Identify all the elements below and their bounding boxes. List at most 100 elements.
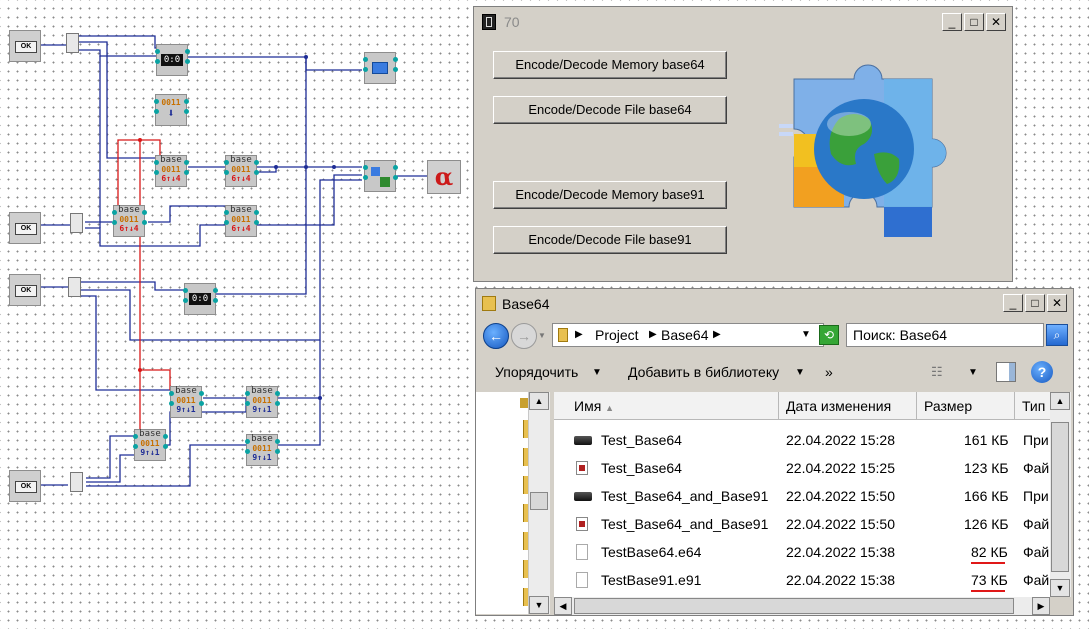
address-dropdown-icon[interactable]: ▼ [801, 329, 811, 340]
ok-button-3[interactable]: OK [9, 274, 41, 306]
column-header-name[interactable]: Имя ▲ [554, 392, 779, 420]
connection-pin[interactable] [154, 109, 159, 114]
connection-pin[interactable] [184, 160, 189, 165]
encode-file-base91-button[interactable]: Encode/Decode File base91 [493, 226, 727, 254]
connection-pin[interactable] [163, 444, 168, 449]
view-options-icon[interactable]: ☷ [931, 364, 943, 379]
encode-file-base64-button[interactable]: Encode/Decode File base64 [493, 96, 727, 124]
connection-pin[interactable] [133, 444, 138, 449]
connection-pin[interactable] [213, 288, 218, 293]
organize-menu[interactable]: Упорядочить [495, 364, 579, 380]
connection-pin[interactable] [183, 298, 188, 303]
search-input[interactable]: Поиск: Base64 [846, 323, 1044, 347]
file-row[interactable]: Test_Base64_and_Base91 22.04.2022 15:50 … [554, 482, 1050, 510]
connection-pin[interactable] [393, 57, 398, 62]
connection-pin[interactable] [245, 449, 250, 454]
help-icon[interactable]: ? [1031, 361, 1053, 383]
scroll-down-button[interactable]: ▼ [1050, 579, 1070, 597]
connection-pin[interactable] [169, 401, 174, 406]
connection-pin[interactable] [275, 439, 280, 444]
close-button[interactable]: ✕ [986, 13, 1006, 31]
minimize-button[interactable]: _ [1003, 294, 1023, 312]
connection-pin[interactable] [154, 160, 159, 165]
ok-button-1[interactable]: OK [9, 30, 41, 62]
connection-pin[interactable] [393, 165, 398, 170]
connection-pin[interactable] [275, 449, 280, 454]
connection-pin[interactable] [254, 210, 259, 215]
connection-pin[interactable] [155, 49, 160, 54]
view-dropdown-icon[interactable]: ▼ [968, 367, 978, 378]
breadcrumb-project[interactable]: Project [595, 327, 639, 343]
connection-pin[interactable] [213, 298, 218, 303]
connection-pin[interactable] [185, 49, 190, 54]
minimize-button[interactable]: _ [942, 13, 962, 31]
connection-pin[interactable] [199, 401, 204, 406]
back-button[interactable]: ← [483, 323, 509, 349]
connection-pin[interactable] [224, 210, 229, 215]
connection-pin[interactable] [275, 401, 280, 406]
folder-icon[interactable] [523, 532, 530, 550]
connection-pin[interactable] [245, 401, 250, 406]
file-row[interactable]: Test_Base64 22.04.2022 15:28 161 КБ При [554, 426, 1050, 454]
connection-pin[interactable] [224, 170, 229, 175]
scroll-up-button[interactable]: ▲ [529, 392, 549, 410]
connection-pin[interactable] [245, 391, 250, 396]
memory-component[interactable]: 0011 ⬇ [154, 94, 189, 126]
folder-icon[interactable] [523, 420, 530, 438]
splitter-component[interactable] [70, 213, 83, 233]
splitter-component[interactable] [66, 33, 79, 53]
connection-pin[interactable] [275, 391, 280, 396]
address-bar[interactable]: ▶ Project ▶ Base64 ▶ ▼ [552, 323, 824, 347]
connection-pin[interactable] [133, 434, 138, 439]
connection-pin[interactable] [155, 59, 160, 64]
connection-pin[interactable] [154, 170, 159, 175]
connection-pin[interactable] [163, 434, 168, 439]
folder-icon[interactable] [523, 504, 530, 522]
forward-button[interactable]: → [511, 323, 537, 349]
connection-pin[interactable] [363, 175, 368, 180]
scroll-right-button[interactable]: ▶ [1032, 597, 1050, 615]
connection-pin[interactable] [154, 99, 159, 104]
encode-memory-base91-button[interactable]: Encode/Decode Memory base91 [493, 181, 727, 209]
connection-pin[interactable] [224, 220, 229, 225]
add-to-library-menu[interactable]: Добавить в библиотеку [628, 364, 780, 380]
refresh-button[interactable]: ⟲ [819, 325, 839, 345]
folder-icon[interactable] [523, 560, 530, 578]
folder-icon[interactable] [523, 476, 530, 494]
search-icon[interactable]: ⌕ [1046, 324, 1068, 346]
splitter-component[interactable] [70, 472, 83, 492]
close-button[interactable]: ✕ [1047, 294, 1067, 312]
scroll-left-button[interactable]: ◀ [554, 597, 572, 615]
ok-button-2[interactable]: OK [9, 212, 41, 244]
scroll-up-button[interactable]: ▲ [1050, 392, 1070, 410]
connection-pin[interactable] [393, 175, 398, 180]
file-row[interactable]: TestBase91.e91 22.04.2022 15:38 73 КБ Фа… [554, 566, 1050, 594]
column-header-type[interactable]: Тип [1015, 392, 1050, 420]
connection-pin[interactable] [112, 220, 117, 225]
connection-pin[interactable] [363, 165, 368, 170]
connection-pin[interactable] [112, 210, 117, 215]
scroll-thumb[interactable] [530, 492, 548, 510]
connection-pin[interactable] [393, 67, 398, 72]
form-component[interactable] [363, 52, 398, 84]
scroll-down-button[interactable]: ▼ [529, 596, 549, 614]
history-dropdown-icon[interactable]: ▼ [538, 331, 546, 340]
connection-pin[interactable] [169, 391, 174, 396]
folder-icon[interactable] [523, 448, 530, 466]
connection-pin[interactable] [142, 210, 147, 215]
connection-pin[interactable] [183, 288, 188, 293]
file-row[interactable]: TestBase64.e64 22.04.2022 15:38 82 КБ Фа… [554, 538, 1050, 566]
file-list-horizontal-scrollbar[interactable]: ◀ ▶ [554, 597, 1050, 615]
maximize-button[interactable]: □ [964, 13, 984, 31]
maximize-button[interactable]: □ [1025, 294, 1045, 312]
connection-pin[interactable] [199, 391, 204, 396]
connection-pin[interactable] [184, 109, 189, 114]
file-list-vertical-scrollbar[interactable]: ▲ ▼ [1050, 392, 1071, 597]
column-header-size[interactable]: Размер [917, 392, 1015, 420]
